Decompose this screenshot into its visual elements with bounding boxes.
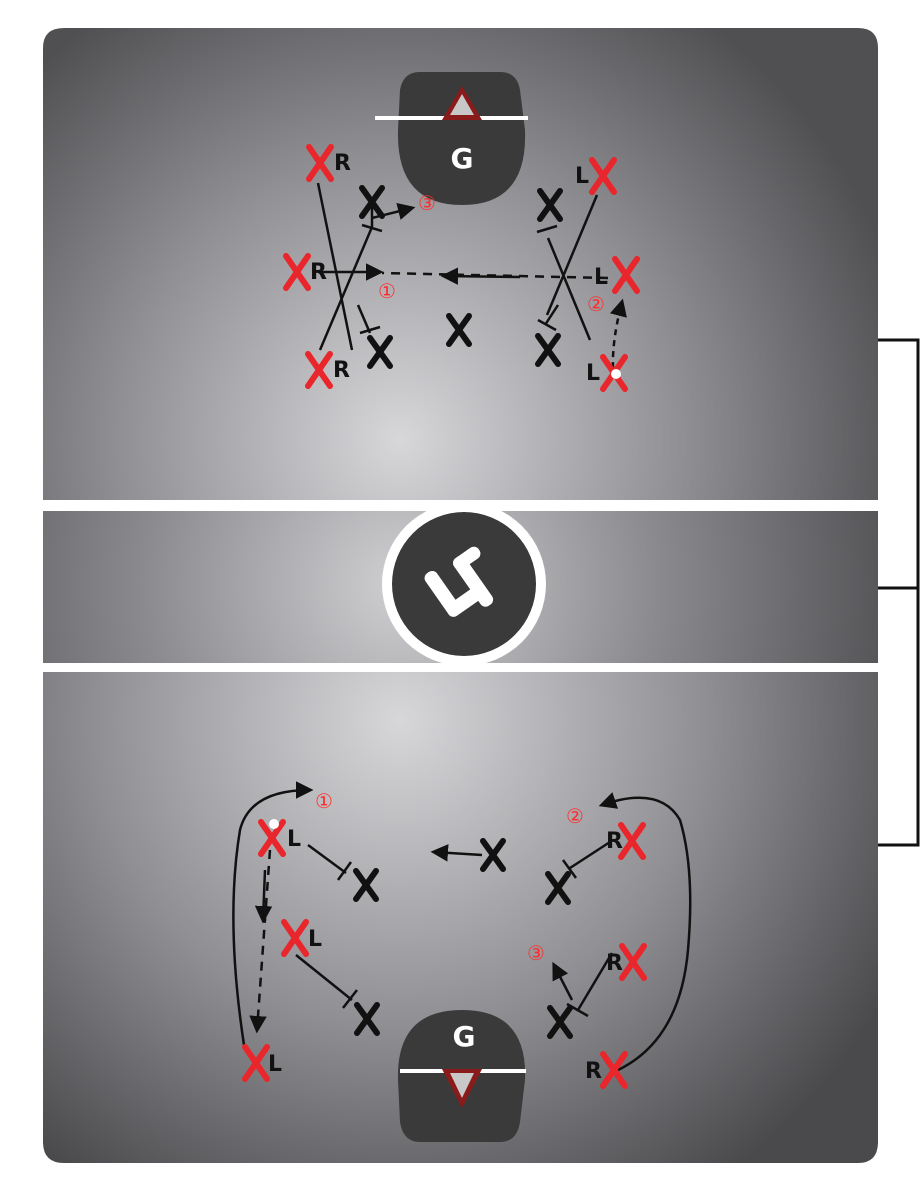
bottom-offense-players (245, 819, 644, 1086)
step-number: ③ (418, 191, 436, 215)
player-label: L (268, 1052, 282, 1077)
player-label: R (606, 951, 623, 976)
player-label: L (586, 361, 600, 386)
bottom-arrows (232, 781, 692, 1072)
top-arrows (318, 202, 627, 369)
player-label: L (308, 927, 322, 952)
top-sequence-numbers: ① ② ③ (378, 191, 605, 316)
player-label: R (333, 358, 350, 383)
field-background (43, 28, 878, 1163)
lacrosse-logo-icon: lf (382, 502, 546, 666)
bottom-defender-checks (295, 840, 614, 1018)
bottom-offense-labels: L L L R R R (268, 827, 623, 1084)
player-label: L (575, 164, 589, 189)
step-number: ① (315, 789, 333, 813)
ball-icon (269, 819, 279, 829)
player-label: R (585, 1059, 602, 1084)
top-cutting-lines (316, 182, 599, 351)
top-goal-label: G (451, 142, 474, 175)
substitution-bracket (878, 338, 920, 847)
bottom-goal-crease: G (397, 1010, 526, 1142)
bottom-goal-label: G (453, 1020, 476, 1053)
top-offense-labels: R R R L L L (310, 151, 608, 386)
player-label: L (594, 265, 608, 290)
player-label: R (334, 151, 351, 176)
step-number: ① (378, 279, 396, 303)
step-number: ③ (527, 941, 545, 965)
step-number: ② (587, 292, 605, 316)
ball-icon (611, 369, 621, 379)
player-label: L (287, 827, 301, 852)
top-defender-checks (356, 205, 560, 335)
player-label: R (310, 260, 327, 285)
step-number: ② (566, 804, 584, 828)
bottom-sequence-numbers: ① ② ③ (315, 789, 584, 965)
top-goal-crease: G (375, 72, 528, 205)
player-label: R (606, 829, 623, 854)
top-offense-players (286, 147, 637, 389)
